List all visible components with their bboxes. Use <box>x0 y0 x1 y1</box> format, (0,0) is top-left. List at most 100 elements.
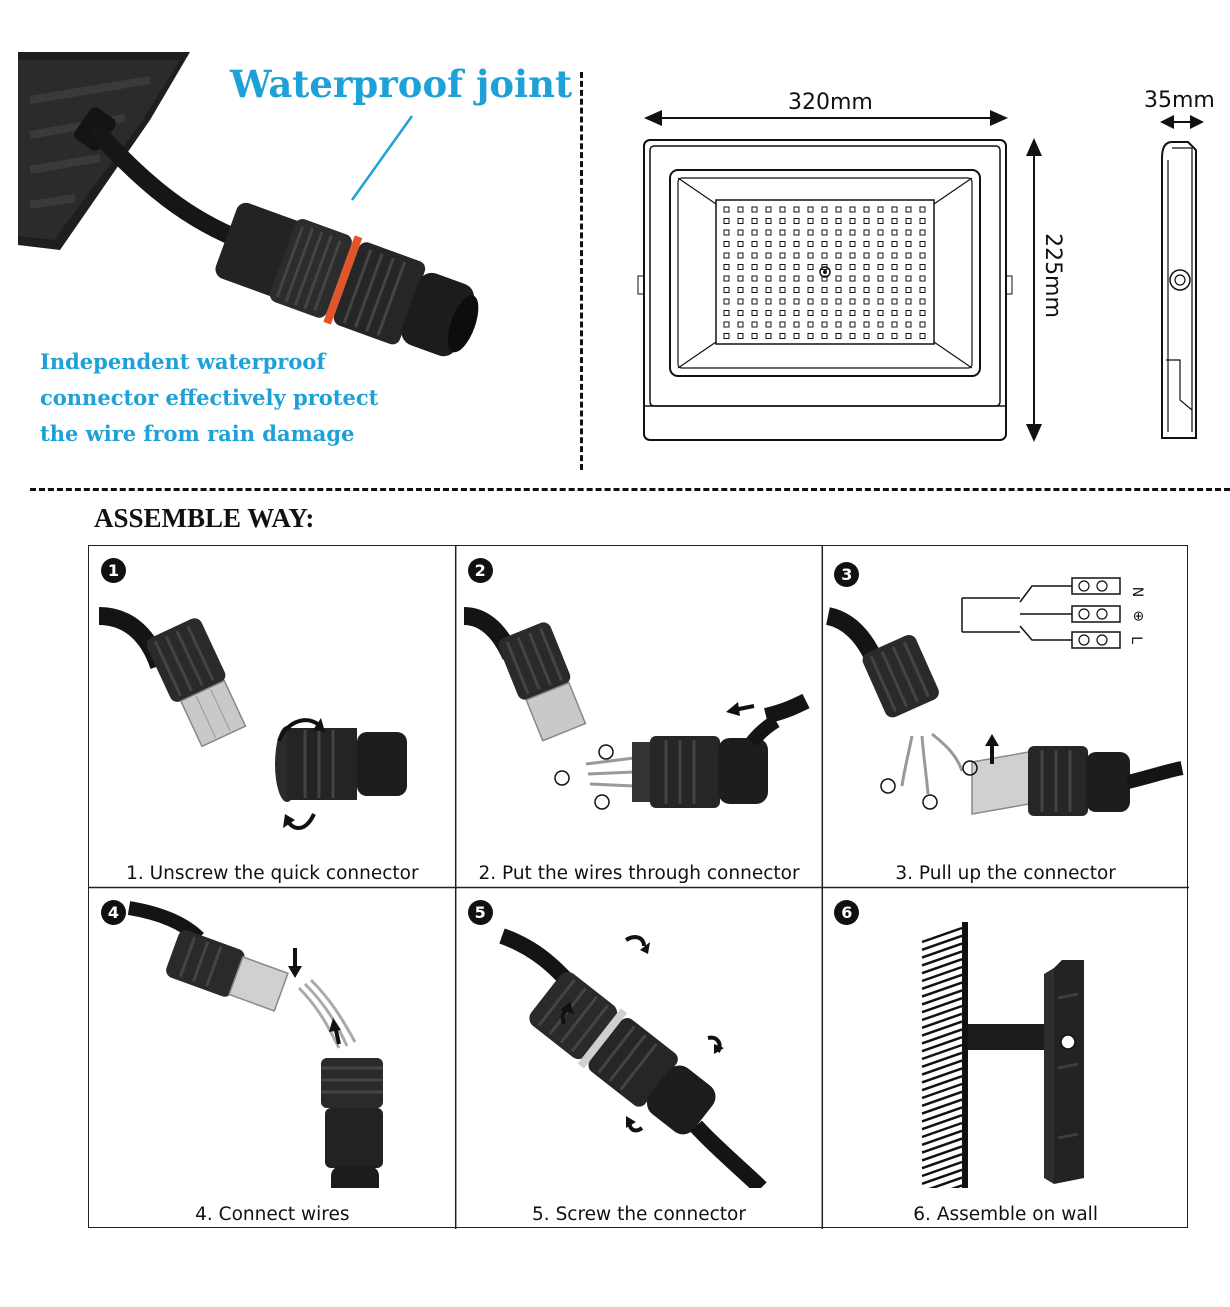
wall-hatch-line <box>921 1066 963 1084</box>
wall-hatch-line <box>921 965 963 982</box>
wall-hatch-line <box>921 949 963 967</box>
led-chip <box>905 218 912 224</box>
terminal-label-earth: ⊕ <box>1130 610 1147 622</box>
wall-hatch-line <box>921 1051 963 1068</box>
led-chip <box>751 206 758 213</box>
led-chip <box>835 333 842 339</box>
led-chip <box>821 241 828 247</box>
led-chip <box>821 275 828 282</box>
led-chip <box>751 264 758 270</box>
led-chip <box>835 264 842 270</box>
led-chip <box>863 310 870 316</box>
led-chip <box>737 252 744 259</box>
led-chip <box>905 333 912 339</box>
led-chip <box>919 264 926 270</box>
led-chip <box>849 333 856 339</box>
led-chip <box>849 298 856 305</box>
description-line: the wire from rain damage <box>40 421 355 446</box>
description-line: Independent waterproof <box>40 349 326 374</box>
step-4-illustration <box>127 900 383 1188</box>
led-chip <box>723 310 730 316</box>
led-chip <box>737 287 744 293</box>
led-chip <box>807 229 814 236</box>
led-chip <box>877 252 884 259</box>
step-number-badge: 3 <box>834 562 860 587</box>
led-chip <box>765 252 772 259</box>
led-chip <box>765 229 772 236</box>
led-chip <box>765 333 772 339</box>
wall-hatch-line <box>921 1012 963 1029</box>
wall-hatch-line <box>921 957 963 974</box>
led-chip <box>919 229 926 236</box>
led-chip <box>807 218 814 224</box>
wall-hatch-line <box>921 1129 963 1146</box>
led-chip <box>779 275 786 282</box>
led-chip <box>919 310 926 316</box>
led-chip <box>807 333 814 339</box>
wall-hatch-line <box>921 941 963 959</box>
wall-hatch-line <box>921 1097 963 1115</box>
step-caption: 6. Assemble on wall <box>913 1204 1098 1225</box>
led-chip <box>835 206 842 213</box>
waterproof-joint-title: Waterproof joint <box>230 62 573 106</box>
led-chip <box>905 264 912 270</box>
wall-hatch-line <box>921 1136 963 1154</box>
led-chip <box>877 287 884 293</box>
wall-hatch-line <box>921 1074 963 1091</box>
led-chip <box>779 287 786 293</box>
led-chip <box>919 287 926 293</box>
step-number-badge: 4 <box>101 899 126 925</box>
wall-hatch-line <box>921 1113 963 1130</box>
led-chip <box>779 252 786 259</box>
led-chip <box>891 206 898 213</box>
led-chip <box>891 241 898 247</box>
led-chip <box>821 206 828 213</box>
wall-hatch-line <box>921 1168 963 1185</box>
led-chip <box>723 321 730 328</box>
led-chip <box>765 241 772 247</box>
led-chip <box>919 321 926 328</box>
led-chip <box>765 287 772 293</box>
grid-lines <box>89 546 1189 1229</box>
led-chip <box>779 206 786 213</box>
led-chip <box>905 252 912 259</box>
led-chip <box>737 218 744 224</box>
wall-hatch-line <box>921 1035 963 1052</box>
led-chip <box>849 321 856 328</box>
led-chip <box>779 298 786 305</box>
step-caption: 3. Pull up the connector <box>895 862 1116 884</box>
led-chip <box>835 321 842 328</box>
led-chip <box>723 252 730 259</box>
led-chip <box>793 218 800 224</box>
horizontal-divider <box>30 488 1230 491</box>
wall-hatch-line <box>921 1019 963 1037</box>
led-chip <box>877 264 884 270</box>
wall-hatch-line <box>921 1043 963 1060</box>
led-chip <box>919 275 926 282</box>
led-chip <box>877 229 884 236</box>
led-chip <box>723 264 730 270</box>
step-number-badge: 2 <box>467 558 493 583</box>
step-3-illustration <box>825 577 1184 816</box>
led-chip <box>751 321 758 328</box>
led-chip <box>793 229 800 236</box>
led-chip <box>891 287 898 293</box>
led-chip <box>863 275 870 282</box>
led-chip <box>905 321 912 328</box>
led-chip <box>863 298 870 305</box>
led-chip <box>821 310 828 316</box>
led-chip <box>891 298 898 305</box>
width-dimension: 320mm <box>788 90 873 115</box>
step-number-badge: 1 <box>101 558 126 583</box>
led-chip <box>835 252 842 259</box>
led-chip <box>765 206 772 213</box>
led-chip <box>863 333 870 339</box>
led-chip <box>723 333 730 339</box>
led-chip <box>737 241 744 247</box>
led-chip <box>919 333 926 339</box>
led-chip <box>807 275 814 282</box>
led-chip <box>849 218 856 224</box>
led-chip <box>821 218 828 224</box>
step-caption: 5. Screw the connector <box>532 1204 746 1225</box>
led-chip <box>849 310 856 316</box>
